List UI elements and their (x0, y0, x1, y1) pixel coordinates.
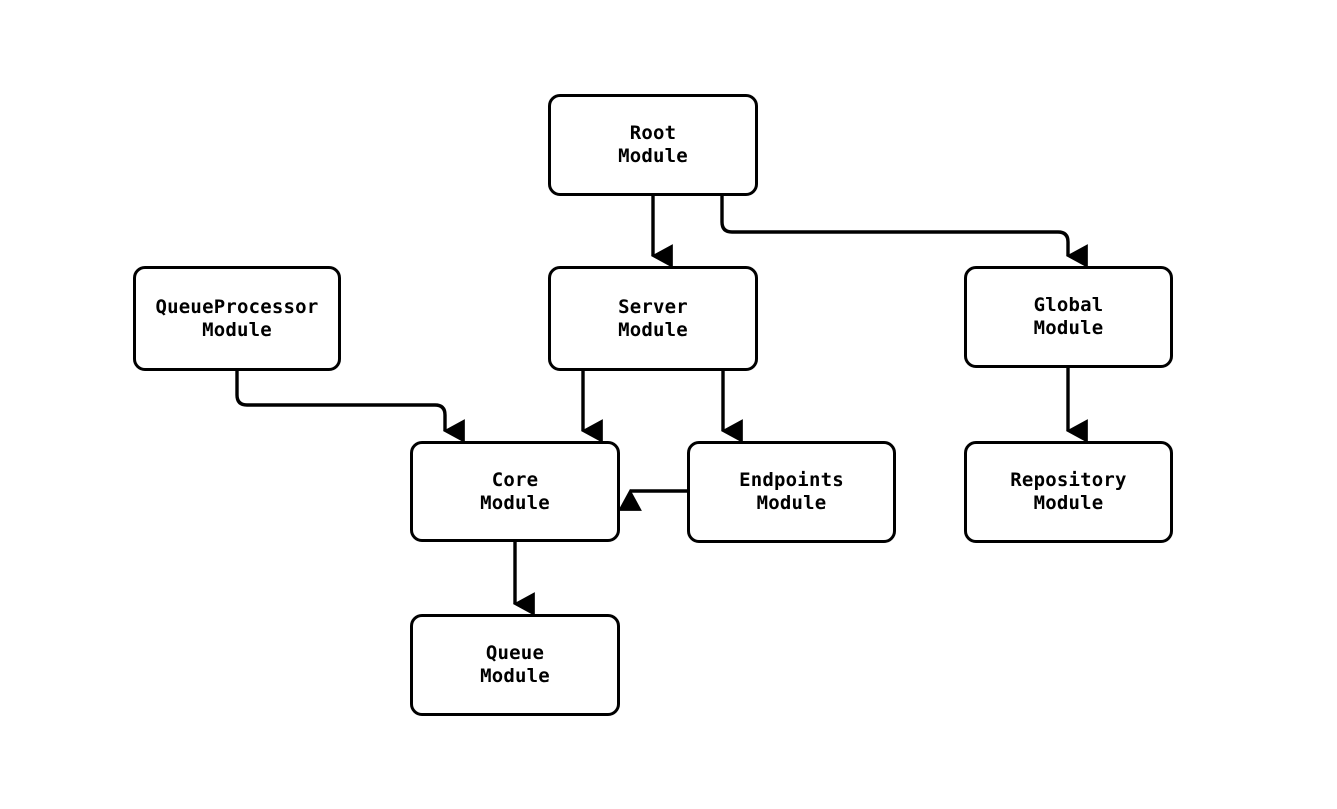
node-label-repository: Repository Module (1010, 469, 1127, 514)
edge-queueprocessor-core (235, 371, 465, 443)
edge-root-global (720, 196, 1088, 268)
node-core[interactable]: Core Module (410, 441, 620, 542)
node-queueprocessor[interactable]: QueueProcessor Module (133, 266, 341, 371)
node-label-endpoints: Endpoints Module (739, 469, 844, 514)
node-label-global: Global Module (1033, 294, 1104, 339)
node-queue[interactable]: Queue Module (410, 614, 620, 716)
node-label-queueprocessor: QueueProcessor Module (155, 295, 319, 341)
node-label-root: Root Module (618, 122, 688, 167)
node-label-server: Server Module (618, 295, 688, 341)
node-endpoints[interactable]: Endpoints Module (687, 441, 896, 543)
node-label-core: Core Module (480, 468, 550, 514)
node-global[interactable]: Global Module (964, 266, 1173, 368)
node-server[interactable]: Server Module (548, 266, 758, 371)
node-label-queue: Queue Module (480, 642, 550, 687)
node-root[interactable]: Root Module (548, 94, 758, 196)
node-repository[interactable]: Repository Module (964, 441, 1173, 543)
edge-group (235, 196, 1088, 616)
